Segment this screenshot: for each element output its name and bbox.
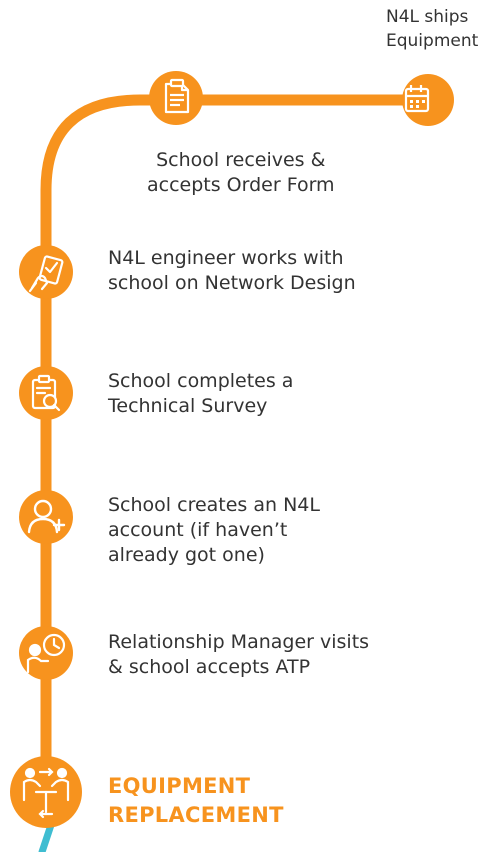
node-equipment-replacement	[10, 756, 82, 828]
meeting-icon	[22, 767, 70, 819]
person-clock-icon	[26, 633, 66, 674]
node-atp	[19, 626, 73, 680]
add-user-icon	[27, 499, 66, 534]
node-order-form	[149, 71, 203, 125]
stage-title-equipment-replacement: EQUIPMENT REPLACEMENT	[108, 774, 284, 827]
node-network-design	[19, 245, 73, 299]
timeline-path	[40, 94, 428, 790]
step-label-n4l-account: School creates an N4L account (if haven’…	[108, 494, 320, 566]
step-label-technical-survey: School completes a Technical Survey	[108, 370, 294, 417]
hand-tablet-icon	[28, 255, 64, 293]
step-label-network-design: N4L engineer works with school on Networ…	[108, 247, 356, 294]
node-n4l-account	[19, 490, 73, 544]
step-label-ship-equipment: N4L ships Equipment	[386, 7, 478, 51]
clipboard-search-icon	[31, 374, 61, 412]
timeline-diagram	[10, 71, 454, 852]
step-label-order-form: School receives & accepts Order Form	[147, 149, 335, 196]
node-ship-equipment	[402, 74, 454, 126]
calendar-icon	[404, 85, 430, 113]
step-label-atp: Relationship Manager visits & school acc…	[108, 631, 370, 678]
form-icon	[164, 78, 190, 114]
node-technical-survey	[19, 366, 73, 420]
